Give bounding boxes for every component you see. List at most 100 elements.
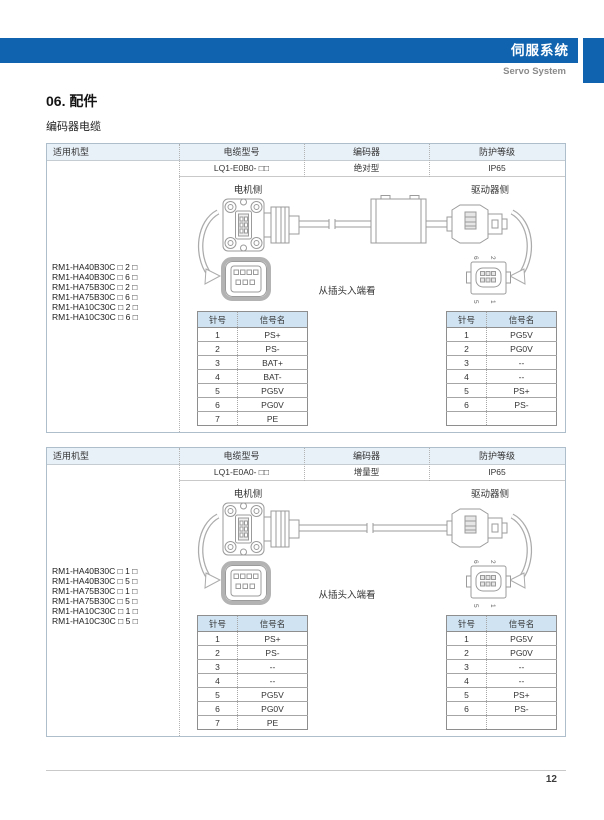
- cable-line-icon: [299, 523, 447, 533]
- protection-rating-value: IP65: [488, 163, 506, 173]
- column-divider: [179, 144, 180, 432]
- model-item: RM1-HA40B30C □ 6 □: [52, 272, 138, 282]
- pin-cell: 7: [197, 715, 238, 730]
- cable-diagram: 6 2 5 1: [179, 478, 567, 608]
- signal-cell: --: [486, 659, 557, 674]
- table-row: 4--: [446, 369, 557, 384]
- pin-cell: 6: [446, 397, 487, 412]
- pin-cell: 1: [197, 631, 238, 646]
- subsection-title: 编码器电缆: [46, 121, 101, 133]
- pin-col-header: 针号: [197, 615, 238, 632]
- pin-cell: 5: [446, 383, 487, 398]
- curved-arrow-left-icon: [201, 212, 220, 284]
- signal-cell: PE: [237, 715, 308, 730]
- signal-cell: PG5V: [237, 383, 308, 398]
- signal-col-header: 信号名: [486, 615, 557, 632]
- spec-block-incremental: 适用机型 电缆型号 编码器 防护等级 LQ1-E0A0- □□ 增量型 IP65…: [46, 447, 566, 737]
- pin-cell: 5: [197, 383, 238, 398]
- column-header-protection: 防护等级: [478, 147, 515, 157]
- signal-cell: PG5V: [237, 687, 308, 702]
- applicable-model-list: RM1-HA40B30C □ 1 □ RM1-HA40B30C □ 5 □ RM…: [52, 566, 138, 626]
- signal-cell: PG0V: [486, 341, 557, 356]
- pin-cell: 1: [446, 327, 487, 342]
- column-header-cable-model: 电缆型号: [223, 451, 260, 461]
- table-row: 3--: [446, 355, 557, 370]
- model-item: RM1-HA40B30C □ 5 □: [52, 576, 138, 586]
- model-item: RM1-HA10C30C □ 5 □: [52, 616, 138, 626]
- column-header-protection: 防护等级: [478, 451, 515, 461]
- signal-cell: PS-: [486, 397, 557, 412]
- column-header-cable-model: 电缆型号: [223, 147, 260, 157]
- pin-cell: 6: [197, 397, 238, 412]
- driver-plug-face-icon: 6 2 5 1: [467, 560, 511, 608]
- pin-cell: 2: [446, 341, 487, 356]
- page-number: 12: [545, 774, 557, 785]
- signal-cell: PS+: [237, 327, 308, 342]
- cable-model-value: LQ1-E0A0- □□: [213, 467, 270, 477]
- pin-cell: 6: [197, 701, 238, 716]
- footer-divider: [46, 770, 566, 771]
- page-subtitle-en: Servo System: [503, 66, 566, 77]
- signal-cell: PG5V: [486, 631, 557, 646]
- signal-cell: PG0V: [237, 701, 308, 716]
- curved-arrow-left-icon: [201, 516, 220, 588]
- applicable-model-list: RM1-HA40B30C □ 2 □ RM1-HA40B30C □ 6 □ RM…: [52, 262, 138, 322]
- pin-cell: 2: [197, 341, 238, 356]
- signal-cell: PE: [237, 411, 308, 426]
- pin-cell: 3: [446, 659, 487, 674]
- signal-cell: [486, 411, 557, 426]
- face-pin-label: 6: [472, 256, 479, 260]
- protection-rating-value: IP65: [488, 467, 506, 477]
- motor-side-label: 电机侧: [233, 185, 263, 196]
- face-pin-label: 1: [489, 300, 496, 304]
- signal-cell: PS+: [237, 631, 308, 646]
- cable-diagram: 6 2 5 1: [179, 174, 567, 304]
- signal-cell: BAT-: [237, 369, 308, 384]
- motor-side-label: 电机侧: [233, 489, 263, 500]
- model-item: RM1-HA75B30C □ 2 □: [52, 282, 138, 292]
- column-header-encoder: 编码器: [352, 147, 380, 157]
- encoder-type-value: 增量型: [353, 467, 380, 477]
- motor-plug-face-icon: [223, 563, 269, 603]
- plug-view-label: 从插头入端看: [318, 286, 376, 297]
- column-divider: [429, 448, 430, 481]
- driver-connector-icon: [447, 509, 507, 547]
- pin-cell: 3: [197, 355, 238, 370]
- table-value-row: LQ1-E0B0- □□ 绝对型 IP65: [179, 161, 565, 177]
- driver-connector-icon: [447, 205, 507, 243]
- pin-cell: 1: [197, 327, 238, 342]
- motor-connector-icon: [223, 199, 299, 251]
- model-item: RM1-HA40B30C □ 1 □: [52, 566, 138, 576]
- cable-model-value: LQ1-E0B0- □□: [213, 163, 270, 173]
- pin-cell: 5: [197, 687, 238, 702]
- pin-cell: 3: [197, 659, 238, 674]
- column-header-applicable-model: 适用机型: [53, 451, 90, 461]
- face-pin-label: 5: [472, 604, 479, 608]
- table-row: [446, 411, 557, 426]
- table-row: 3--: [446, 659, 557, 674]
- pin-cell: 6: [446, 701, 487, 716]
- pin-cell: [446, 715, 487, 730]
- signal-col-header: 信号名: [486, 311, 557, 328]
- cable-line-icon: [299, 219, 447, 229]
- pin-cell: 1: [446, 631, 487, 646]
- banner-accent-square: [583, 38, 604, 83]
- pin-col-header: 针号: [446, 615, 487, 632]
- pin-cell: 5: [446, 687, 487, 702]
